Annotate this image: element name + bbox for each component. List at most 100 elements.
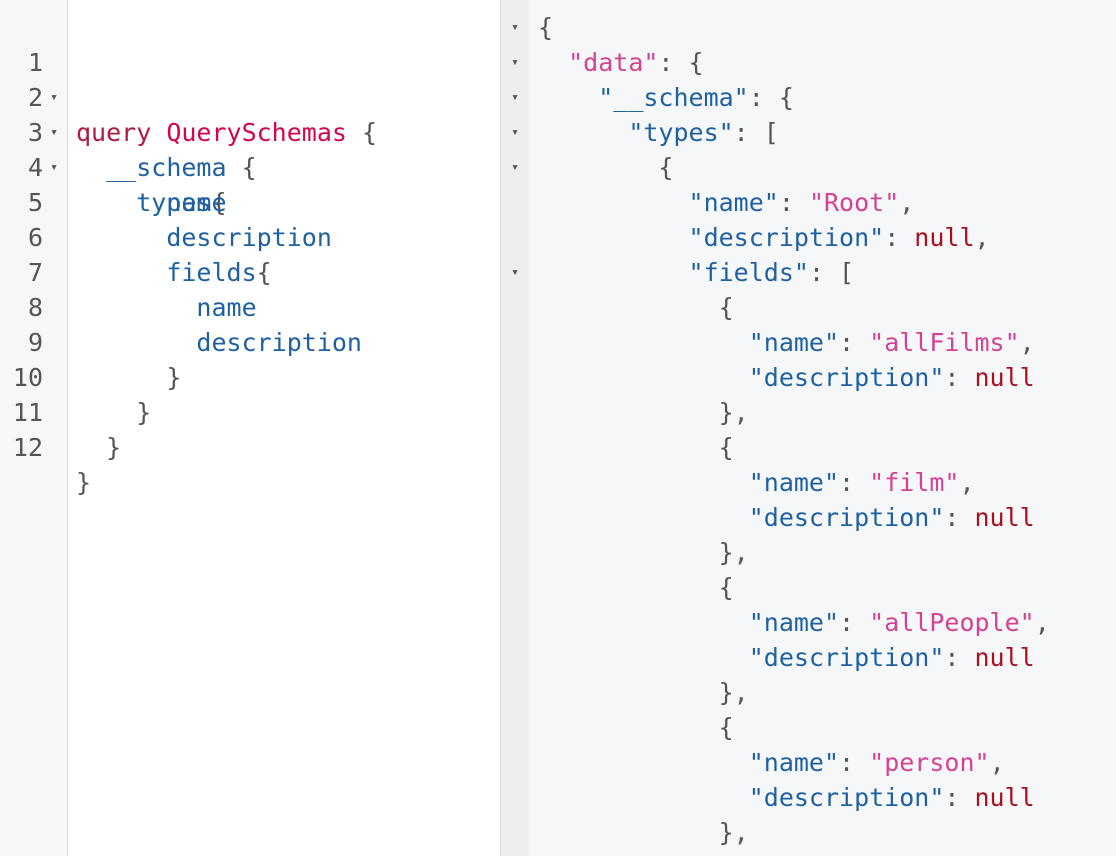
name-key: "name"	[748, 608, 840, 637]
fields-field: fields	[166, 258, 257, 287]
schema-field: __schema	[106, 153, 227, 182]
result-viewer[interactable]: { "data": { "__schema": { "types": [ { "…	[529, 0, 1116, 856]
query-line[interactable]: 7 name	[0, 220, 257, 322]
fold-arrow-icon[interactable]: ▾	[511, 160, 519, 175]
result-line: "description": null	[748, 503, 1035, 532]
null-value: null	[974, 783, 1035, 812]
result-line: },	[538, 818, 749, 847]
query-line[interactable]: 8 description	[0, 255, 362, 357]
description-key: "description"	[748, 783, 945, 812]
close-brace: }	[166, 363, 182, 392]
description-key: "description"	[748, 503, 945, 532]
result-line: "description": null	[748, 643, 1035, 672]
query-line[interactable]: 2 ▾ __schema {	[0, 45, 257, 182]
result-line: "description": null,	[688, 223, 990, 252]
line-number: 8	[27, 293, 43, 322]
query-line[interactable]: 11 }	[0, 360, 121, 462]
null-value: null	[974, 643, 1035, 672]
line-number: 11	[12, 398, 43, 427]
name-key: "name"	[688, 188, 779, 217]
null-value: null	[974, 363, 1035, 392]
open-brace: {	[256, 258, 272, 287]
open-brace: {	[362, 118, 378, 147]
line-number-gutter	[0, 0, 68, 856]
result-line: },	[538, 678, 749, 707]
result-line: "fields": [	[688, 258, 855, 287]
type-name-value: "Root"	[808, 188, 900, 217]
open-brace: {	[211, 188, 227, 217]
description-key: "description"	[688, 223, 885, 252]
result-line: "name": "allFilms",	[748, 328, 1035, 357]
field-name-value: "person"	[869, 748, 990, 777]
null-value: null	[914, 223, 975, 252]
line-number: 1	[27, 48, 43, 77]
fields-key: "fields"	[688, 258, 809, 287]
query-editor[interactable]: 1 ▾ query QuerySchemas { 2 ▾ __schema { …	[0, 0, 500, 856]
result-line: "types": [	[628, 118, 779, 147]
line-number: 2	[27, 83, 43, 112]
description-field: description	[166, 223, 332, 252]
fold-arrow-icon[interactable]: ▾	[50, 125, 58, 140]
fold-arrow-icon[interactable]: ▾	[50, 160, 58, 175]
types-key: "types"	[628, 118, 734, 147]
query-line[interactable]: 6 fields{	[0, 185, 272, 287]
result-line: "name": "film",	[748, 468, 975, 497]
null-value: null	[974, 503, 1035, 532]
result-line: {	[538, 573, 734, 602]
query-line[interactable]: 5 description	[0, 150, 332, 252]
field-name-value: "allFilms"	[869, 328, 1020, 357]
line-number: 7	[27, 258, 43, 287]
fold-arrow-icon[interactable]: ▾	[511, 20, 519, 35]
types-field: types	[136, 188, 212, 217]
fold-arrow-icon[interactable]: ▾	[511, 125, 519, 140]
description-field: description	[196, 328, 362, 357]
name-key: "name"	[748, 748, 840, 777]
close-brace: }	[76, 468, 92, 497]
result-line: {	[538, 433, 734, 462]
result-line: "name": "allPeople",	[748, 608, 1050, 637]
fold-arrow-icon[interactable]: ▾	[50, 90, 58, 105]
query-line[interactable]: 3 ▾ types{	[0, 80, 227, 217]
query-line[interactable]: 12 }	[0, 395, 91, 497]
result-line: "data": {	[568, 48, 704, 77]
data-key: "data"	[568, 48, 659, 77]
result-line: {	[538, 713, 734, 742]
field-name-value: "allPeople"	[869, 608, 1035, 637]
line-number: 3	[27, 118, 43, 147]
open-brace: {	[241, 153, 257, 182]
result-line: "name": "person",	[748, 748, 1005, 777]
result-line: {	[538, 293, 734, 322]
description-key: "description"	[748, 643, 945, 672]
result-fold-gutter[interactable]: ▾ ▾ ▾ ▾ ▾ ▾	[500, 0, 529, 856]
query-keyword: query	[76, 118, 152, 147]
close-brace: }	[106, 433, 122, 462]
result-line: {	[538, 10, 553, 45]
result-line: },	[538, 538, 749, 567]
description-key: "description"	[748, 363, 945, 392]
name-key: "name"	[748, 468, 840, 497]
line-number: 5	[27, 188, 43, 217]
result-line: "description": null	[748, 783, 1035, 812]
fold-arrow-icon[interactable]: ▾	[511, 90, 519, 105]
line-number: 12	[12, 433, 43, 462]
name-field: name	[196, 293, 257, 322]
field-name-value: "film"	[869, 468, 960, 497]
line-number: 4	[27, 153, 43, 182]
line-number: 6	[27, 223, 43, 252]
close-brace: }	[136, 398, 152, 427]
name-field: name	[166, 188, 227, 217]
line-number: 10	[12, 363, 43, 392]
name-key: "name"	[748, 328, 840, 357]
fold-arrow-icon[interactable]: ▾	[511, 55, 519, 70]
result-line: "name": "Root",	[688, 188, 915, 217]
operation-name: QuerySchemas	[166, 118, 347, 147]
result-line: "description": null	[748, 363, 1035, 392]
query-line[interactable]: 9 }	[0, 290, 181, 392]
line-number: 9	[27, 328, 43, 357]
query-line[interactable]: 10 }	[0, 325, 151, 427]
open-brace: {	[538, 13, 554, 42]
query-line[interactable]: 1 ▾ query QuerySchemas {	[0, 10, 377, 147]
query-line[interactable]: 4 name	[0, 115, 227, 217]
fold-arrow-icon[interactable]: ▾	[511, 265, 519, 280]
